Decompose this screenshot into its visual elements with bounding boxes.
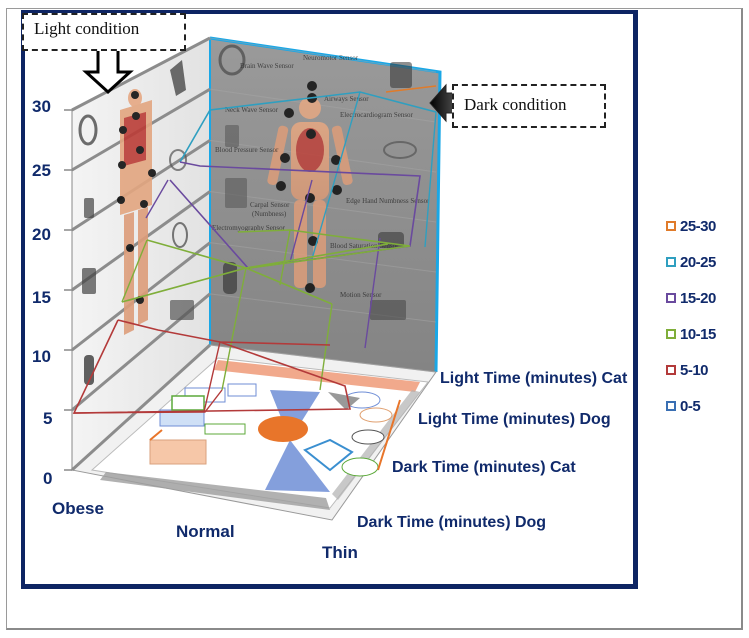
surface-line-5-10-b <box>72 319 351 414</box>
svg-text:Motion Sensor: Motion Sensor <box>340 291 382 299</box>
legend-swatch <box>666 221 676 231</box>
dark-condition-callout: Dark condition <box>452 84 606 128</box>
legend-label: 5-10 <box>680 361 709 379</box>
legend-item: 10-15 <box>666 316 716 352</box>
surface-line-10-15-g <box>279 229 291 286</box>
surface-wireframe <box>72 85 437 414</box>
legend-swatch <box>666 293 676 303</box>
left-wall-gridline <box>71 36 211 112</box>
z-tick-label: 10 <box>32 347 51 366</box>
surface-line-10-15-d <box>121 239 148 303</box>
svg-text:Brain Wave Sensor: Brain Wave Sensor <box>240 62 294 70</box>
back-wall-device-icons <box>218 44 417 320</box>
svg-text:Airways Sensor: Airways Sensor <box>324 95 369 103</box>
chart-legend: 25-30 20-25 15-20 10-15 5-10 0-5 <box>666 208 716 424</box>
y-series-label: Light Time (minutes) Cat <box>440 370 628 387</box>
z-axis-tick-labels: 30 25 20 15 10 5 0 <box>32 97 52 488</box>
svg-text:(Numbness): (Numbness) <box>252 210 287 218</box>
y-series-label: Dark Time (minutes) Dog <box>357 514 546 531</box>
back-wall-gridline <box>209 344 437 373</box>
surface-line-15-20-b <box>145 179 169 219</box>
left-wall-gridline <box>70 343 212 472</box>
x-category-label: Obese <box>52 499 104 518</box>
surface-line-15-20-c <box>364 237 381 349</box>
z-tick-label: 15 <box>32 288 51 307</box>
x-category-label: Normal <box>176 522 235 541</box>
y-series-label: Dark Time (minutes) Cat <box>392 459 576 476</box>
back-wall-gridline <box>209 88 437 123</box>
surface-line-5-10-d <box>203 341 221 413</box>
surface-line-25-30 <box>385 85 437 93</box>
x-axis-category-labels: Obese Normal Thin <box>52 499 358 562</box>
surface-line-10-15-c <box>237 229 411 269</box>
z-tick-label: 0 <box>43 469 52 488</box>
svg-text:Electromyography Sensor: Electromyography Sensor <box>212 224 286 232</box>
legend-item: 20-25 <box>666 244 716 280</box>
light-condition-arrow-icon <box>82 46 134 95</box>
surface-line-20-25-b <box>311 91 361 260</box>
legend-label: 10-15 <box>680 325 716 343</box>
svg-text:Neuromotor Sensor: Neuromotor Sensor <box>303 54 359 62</box>
left-wall-device-icons <box>78 60 194 385</box>
z-axis-ticks <box>64 109 72 471</box>
legend-item: 0-5 <box>666 388 716 424</box>
svg-text:Neck Wave Sensor: Neck Wave Sensor <box>225 106 279 114</box>
floor-diagram <box>90 357 429 510</box>
surface-line-15-20-d <box>289 179 313 263</box>
left-wall-body-figure <box>117 89 156 335</box>
surface-line-10-15-f <box>319 303 333 391</box>
legend-swatch <box>666 401 676 411</box>
svg-text:Blood Pressure Sensor: Blood Pressure Sensor <box>215 146 279 154</box>
legend-item: 15-20 <box>666 280 716 316</box>
y-axis-series-labels: Light Time (minutes) Cat Light Time (min… <box>357 370 628 531</box>
surface-line-10-15-e <box>221 267 247 391</box>
z-tick-label: 30 <box>32 97 51 116</box>
legend-label: 0-5 <box>680 397 701 415</box>
back-wall-sensor-labels: Brain Wave Sensor Neuromotor Sensor Airw… <box>212 54 430 299</box>
z-tick-label: 5 <box>43 409 52 428</box>
surface-line-5-10-a <box>117 319 331 346</box>
legend-item: 25-30 <box>666 208 716 244</box>
svg-text:Carpal Sensor: Carpal Sensor <box>250 201 290 209</box>
surface-line-5-10-c <box>73 389 223 414</box>
surface-line-15-20-a <box>169 161 421 269</box>
legend-label: 25-30 <box>680 217 716 235</box>
svg-text:Edge Hand Numbness Sensor: Edge Hand Numbness Sensor <box>346 197 430 205</box>
svg-text:Blood Saturation Sensor: Blood Saturation Sensor <box>330 242 399 250</box>
legend-item: 5-10 <box>666 352 716 388</box>
x-category-label: Thin <box>322 543 358 562</box>
legend-label: 15-20 <box>680 289 716 307</box>
legend-swatch <box>666 329 676 339</box>
y-series-label: Light Time (minutes) Dog <box>418 411 611 428</box>
z-tick-label: 20 <box>32 225 51 244</box>
legend-swatch <box>666 365 676 375</box>
legend-swatch <box>666 257 676 267</box>
legend-label: 20-25 <box>680 253 716 271</box>
light-condition-callout: Light condition <box>22 13 186 51</box>
svg-text:Electrocardiogram Sensor: Electrocardiogram Sensor <box>340 111 414 119</box>
surface-line-20-25-c <box>424 111 437 248</box>
surface-line-20-25-a <box>179 91 437 163</box>
z-tick-label: 25 <box>32 161 51 180</box>
